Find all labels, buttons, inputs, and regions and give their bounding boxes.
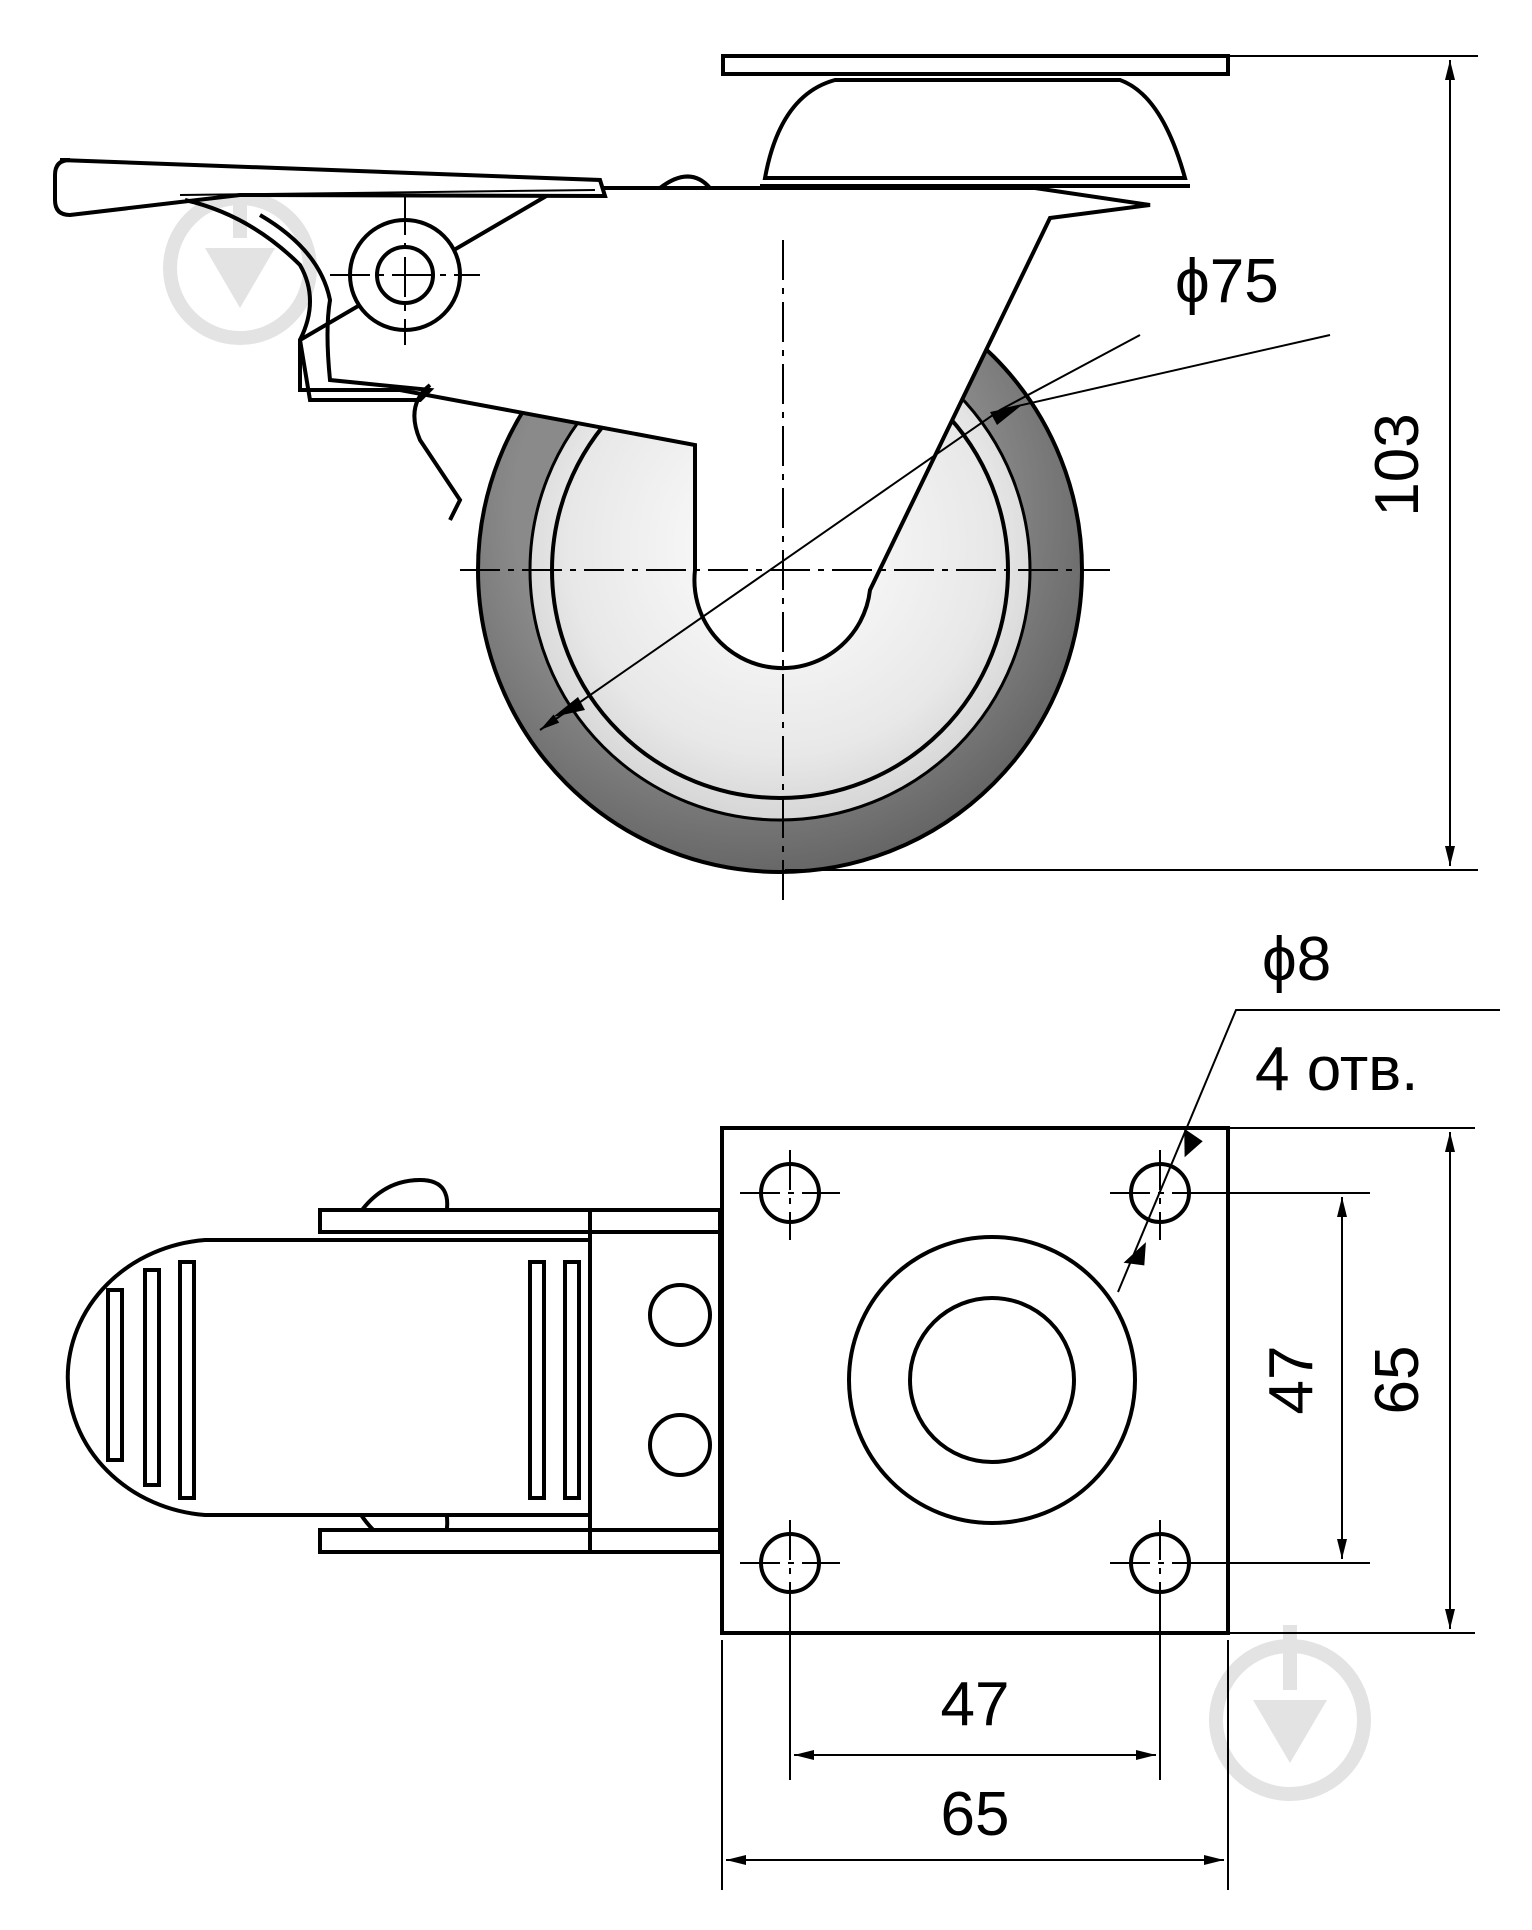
rivet-icon (648, 1413, 712, 1477)
wheel-diameter-label: ϕ75 (1175, 247, 1279, 316)
plate-horizontal-dimensions: 47 65 (721, 1600, 1229, 1890)
fork-bracket (298, 186, 1151, 671)
fork-rail-top (318, 1208, 722, 1234)
brake-lever (53, 158, 608, 218)
rivet-icon (648, 1283, 712, 1347)
mounting-plate (721, 54, 1230, 76)
caster-side-view (53, 54, 1230, 900)
plate-height-label: 65 (1363, 1346, 1432, 1415)
hole-count-label: 4 отв. (1255, 1035, 1418, 1104)
wheel-diameter-dimension: ϕ75 (539, 247, 1331, 731)
hole-callout: ϕ8 4 отв. (1117, 925, 1500, 1293)
brake-arm (184, 198, 435, 402)
plate-width-label: 65 (941, 1780, 1010, 1849)
plate-vertical-dimensions: 47 65 (1190, 1127, 1475, 1634)
swivel-housing (762, 78, 1188, 180)
watermark-logo-icon (1209, 1625, 1371, 1801)
fork-rail-bottom (318, 1528, 722, 1554)
swivel-ring (847, 1235, 1137, 1525)
hole-spacing-vertical-label: 47 (1257, 1346, 1326, 1415)
caster-top-view (65, 1126, 1230, 1635)
brake-pedal (65, 1238, 592, 1517)
swivel-center (908, 1296, 1076, 1464)
hole-spacing-horizontal-label: 47 (941, 1670, 1010, 1739)
overall-height-label: 103 (1363, 413, 1432, 516)
overall-height-dimension: 103 (785, 55, 1478, 871)
hole-diameter-label: ϕ8 (1262, 925, 1331, 994)
pedal-ribs (106, 1260, 581, 1500)
